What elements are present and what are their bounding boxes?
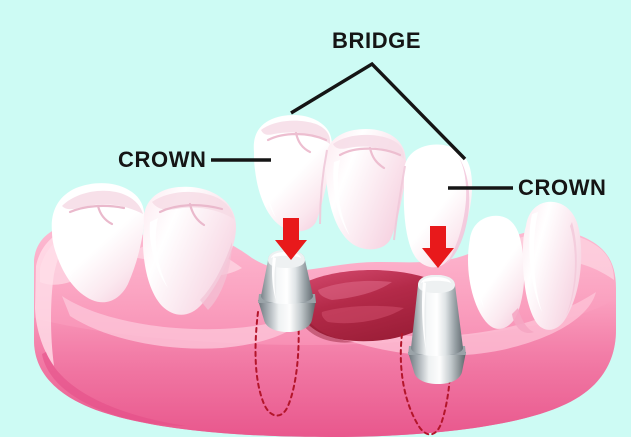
leader-bridge bbox=[290, 61, 467, 161]
abutment-left-base bbox=[258, 300, 316, 332]
bridge-connector-seam-right bbox=[393, 165, 406, 241]
gum-sheen-a bbox=[62, 296, 310, 349]
arrow-down-left bbox=[275, 218, 307, 260]
root-outlines bbox=[254, 311, 452, 436]
left-molar-2-gum-edge bbox=[200, 242, 232, 310]
placement-arrows bbox=[275, 218, 454, 268]
gum-bottom-shadow bbox=[42, 352, 186, 426]
gum-sheen-b bbox=[326, 292, 596, 356]
left-molar-2-fissure bbox=[158, 202, 224, 227]
implant-abutment-left bbox=[258, 250, 316, 332]
bridge-pontic-middle bbox=[325, 128, 407, 250]
left-molar-2-highlight bbox=[149, 218, 168, 288]
left-molar-1-highlight bbox=[57, 216, 72, 278]
bridge-pontic-cusp bbox=[333, 134, 405, 159]
bridge-pontic-highlight bbox=[333, 160, 350, 236]
right-incisor-1-highlight bbox=[473, 226, 484, 308]
gum-left-rim bbox=[35, 226, 74, 366]
left-molars bbox=[51, 183, 236, 315]
bridge-crown-right-shade bbox=[446, 156, 470, 264]
left-molar-2 bbox=[143, 186, 236, 315]
bridge-crown-left bbox=[253, 114, 333, 232]
right-incisor-1 bbox=[468, 215, 525, 329]
bridge-crown-left-fissure bbox=[266, 131, 328, 154]
bridge-crown-left-highlight bbox=[260, 146, 276, 218]
label-crown-left: CROWN bbox=[118, 147, 207, 172]
right-incisors bbox=[468, 201, 582, 334]
left-molar-1 bbox=[51, 183, 145, 303]
root-outline-left bbox=[254, 311, 300, 417]
right-incisor-2-highlight bbox=[529, 212, 542, 312]
edentulous-socket bbox=[299, 270, 440, 343]
right-incisor-2-shade bbox=[566, 222, 577, 316]
socket-gloss-2 bbox=[321, 305, 404, 324]
root-outline-right bbox=[399, 329, 452, 436]
bridge-pontic-fissure bbox=[338, 146, 402, 170]
label-crown-right: CROWN bbox=[518, 175, 607, 200]
gum-lower-shade bbox=[34, 298, 616, 437]
left-molar-1-fissure bbox=[68, 204, 126, 226]
abutment-right-spec bbox=[422, 282, 426, 350]
abutment-right-base bbox=[408, 352, 466, 384]
label-bridge: BRIDGE bbox=[332, 28, 422, 53]
bridge-connector-seam-left bbox=[319, 149, 328, 225]
left-molar-1-cusp-shade bbox=[62, 190, 143, 214]
abutment-left-spec bbox=[272, 257, 276, 300]
leader-lines bbox=[211, 61, 513, 190]
socket-gloss bbox=[318, 280, 392, 300]
abutment-right-top-rim bbox=[421, 277, 451, 283]
bridge-crown-right-highlight bbox=[407, 160, 418, 244]
bridge-prosthesis bbox=[253, 114, 473, 268]
right-incisors-interdental-gum bbox=[512, 308, 534, 334]
arrow-down-right bbox=[422, 226, 454, 268]
implant-abutment-right bbox=[408, 275, 466, 384]
bridge-crown-right bbox=[403, 144, 473, 268]
socket-rim-shadow bbox=[300, 300, 354, 343]
